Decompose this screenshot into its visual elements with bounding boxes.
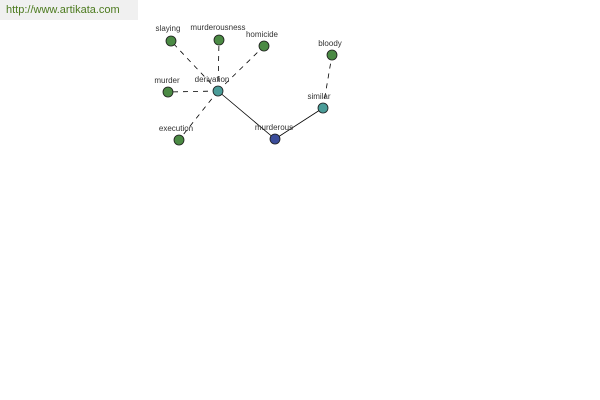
- node-circle-execution[interactable]: [173, 134, 185, 146]
- node-label-homicide[interactable]: homicide: [246, 30, 279, 39]
- node-murderousness[interactable]: murderousness: [190, 23, 246, 46]
- edge-similar-bloody: [322, 54, 333, 109]
- node-slaying[interactable]: slaying: [156, 24, 181, 47]
- node-murderous[interactable]: murderous: [255, 123, 293, 145]
- node-label-slaying[interactable]: slaying: [156, 24, 181, 33]
- node-label-murder[interactable]: murder: [154, 76, 180, 85]
- node-label-bloody[interactable]: bloody: [318, 39, 342, 48]
- edge-derivation-homicide: [217, 45, 265, 92]
- edge-derivation-slaying: [170, 40, 219, 92]
- edge-murderous-similar: [274, 107, 324, 140]
- node-circle-murder[interactable]: [162, 86, 174, 98]
- node-label-similar[interactable]: similar: [307, 92, 330, 101]
- node-circle-homicide[interactable]: [258, 40, 270, 52]
- node-label-murderous[interactable]: murderous: [255, 123, 293, 132]
- edge-derivation-murderous: [217, 90, 276, 140]
- edge-derivation-execution: [178, 90, 219, 141]
- node-circle-murderous[interactable]: [269, 133, 281, 145]
- node-label-derivation[interactable]: derivation: [195, 75, 230, 84]
- node-homicide[interactable]: homicide: [246, 30, 279, 52]
- edges-layer: [167, 39, 333, 141]
- node-circle-bloody[interactable]: [326, 49, 338, 61]
- site-url-banner[interactable]: http://www.artikata.com: [0, 0, 138, 20]
- node-bloody[interactable]: bloody: [318, 39, 342, 61]
- node-execution[interactable]: execution: [159, 124, 193, 146]
- edge-derivation-murder: [167, 90, 219, 93]
- node-circle-slaying[interactable]: [165, 35, 177, 47]
- node-circle-derivation[interactable]: [212, 85, 224, 97]
- edge-derivation-murderousness: [217, 39, 220, 92]
- node-label-murderousness[interactable]: murderousness: [190, 23, 245, 32]
- node-derivation[interactable]: derivation: [195, 75, 230, 97]
- node-murder[interactable]: murder: [154, 76, 180, 98]
- node-similar[interactable]: similar: [307, 92, 331, 114]
- node-circle-similar[interactable]: [317, 102, 329, 114]
- node-circle-murderousness[interactable]: [213, 34, 225, 46]
- node-label-execution[interactable]: execution: [159, 124, 193, 133]
